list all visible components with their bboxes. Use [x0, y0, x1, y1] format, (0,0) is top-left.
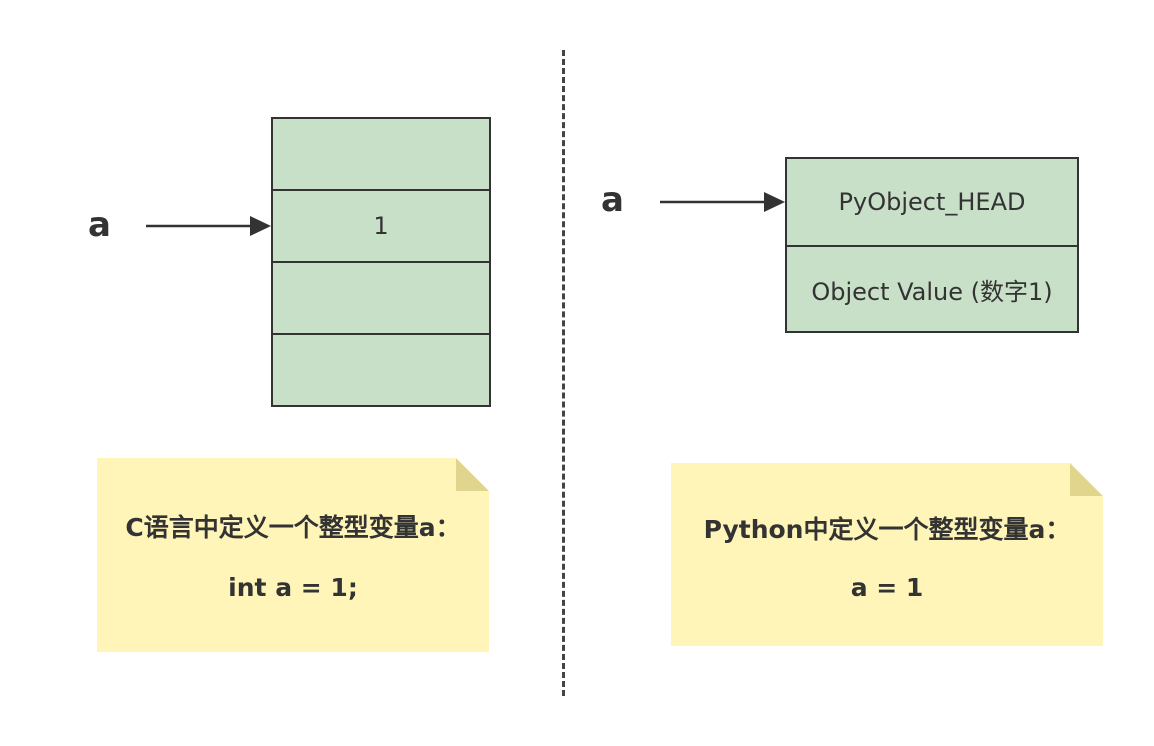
dashed-divider — [562, 50, 565, 696]
memory-cell — [273, 335, 489, 405]
memory-cell — [273, 263, 489, 335]
note-fold — [456, 458, 489, 491]
pyobject-block: PyObject_HEAD Object Value (数字1) — [785, 157, 1079, 333]
c-variable-label: a — [88, 205, 111, 245]
pyobject-head: PyObject_HEAD — [787, 159, 1077, 247]
c-note-title: C语言中定义一个整型变量a： — [125, 513, 461, 542]
pyobject-value: Object Value (数字1) — [811, 278, 1053, 306]
memory-cell — [273, 119, 489, 191]
c-memory-block: 1 — [271, 117, 491, 407]
note-fold — [1070, 463, 1103, 496]
memory-cell-value: 1 — [273, 191, 489, 263]
py-note: Python中定义一个整型变量a： a = 1 — [671, 463, 1103, 646]
py-variable-label: a — [601, 180, 624, 220]
c-pointer-arrow — [146, 216, 271, 236]
c-note-code: int a = 1; — [228, 573, 358, 602]
c-note: C语言中定义一个整型变量a： int a = 1; — [97, 458, 489, 652]
py-note-code: a = 1 — [850, 573, 924, 602]
py-note-title: Python中定义一个整型变量a： — [703, 515, 1071, 544]
py-pointer-arrow — [660, 192, 785, 212]
